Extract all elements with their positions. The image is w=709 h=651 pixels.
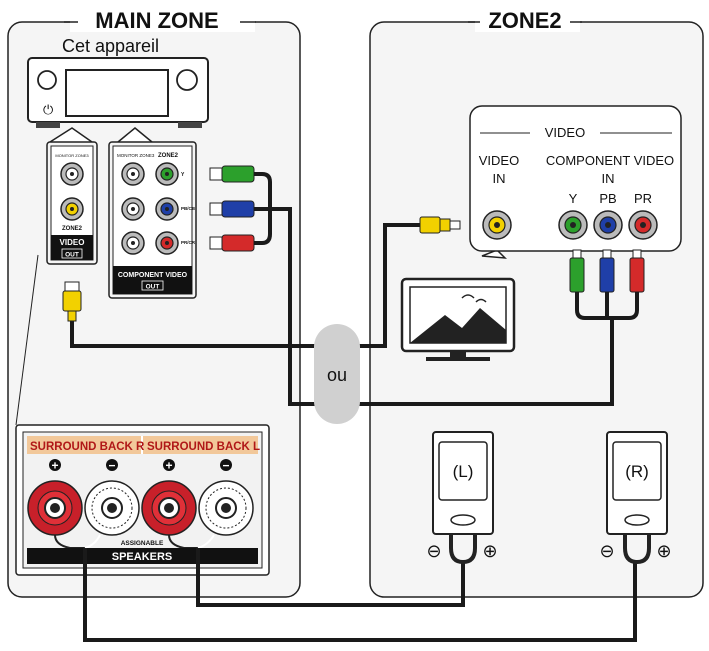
main-zone-title: MAIN ZONE: [95, 8, 218, 33]
tv-label-pr: PR: [634, 191, 652, 206]
component-cable: [254, 207, 614, 406]
composite-video-cable: [70, 223, 420, 348]
component-panel-pr: PR/CR: [181, 240, 196, 245]
power-indicator-icon: ⏻: [43, 102, 53, 117]
terminal-4-minus: −: [222, 459, 229, 473]
tv-component-line2: IN: [602, 171, 615, 186]
component-panel-title: COMPONENT VIDEO: [118, 272, 188, 279]
speakers-label: SPEAKERS: [112, 551, 173, 563]
component-plugs-receiver: [209, 165, 255, 252]
assignable-label: ASSIGNABLE: [121, 540, 164, 547]
speaker-right-plus: ⊕: [656, 541, 671, 561]
composite-plug-receiver: [62, 281, 82, 322]
speaker-wire-left: [196, 548, 465, 607]
terminal-1-plus: +: [51, 459, 58, 473]
component-panel-zone: ZONE2: [158, 153, 179, 159]
component-panel-out: OUT: [146, 284, 160, 291]
speaker-left-minus: ⊖: [426, 541, 441, 561]
speaker-right-minus: ⊖: [599, 541, 614, 561]
speaker-left: [432, 431, 494, 565]
main-title-bg: [70, 10, 255, 32]
surround-back-l-label: SURROUND BACK L: [147, 441, 260, 453]
device-label: Cet appareil: [62, 36, 159, 56]
speaker-left-plus: ⊕: [482, 541, 497, 561]
speaker-wire-right: [83, 548, 637, 642]
terminal-2-minus: −: [108, 459, 115, 473]
speaker-right: [606, 431, 668, 565]
terminal-1-red: [27, 480, 83, 536]
receiver-knob-left: [37, 70, 57, 90]
surround-back-r-label: SURROUND BACK R: [30, 441, 145, 453]
zone2-title-bg: [475, 10, 580, 32]
tv-label-y: Y: [569, 191, 578, 206]
composite-plug-tv: [419, 216, 461, 234]
terminal-3-red: [141, 480, 197, 536]
video-panel-video: VIDEO: [60, 238, 85, 247]
tv-video-header: VIDEO: [545, 125, 585, 140]
component-panel-y: Y: [181, 172, 185, 178]
zone2-title: ZONE2: [488, 8, 561, 33]
speaker-right-label: (R): [625, 462, 649, 481]
video-panel-out: OUT: [65, 252, 79, 259]
terminal-3-plus: +: [165, 459, 172, 473]
receiver-knob-right: [176, 69, 198, 91]
tv-component-line1: COMPONENT VIDEO: [546, 153, 674, 168]
component-panel-pb: PB/CB: [181, 206, 196, 211]
video-panel-zone: ZONE2: [62, 226, 83, 232]
tv-label-pb: PB: [599, 191, 616, 206]
component-panel-monitor: MONITOR ZONE3: [117, 153, 155, 158]
speaker-left-label: (L): [453, 462, 474, 481]
tv-video-in-line2: IN: [493, 171, 506, 186]
tv-icon: [400, 277, 516, 361]
receiver-display: [65, 69, 169, 117]
video-panel-monitor: MONITOR ZONE3: [55, 153, 89, 158]
terminal-4-white: [198, 480, 254, 536]
or-label: ou: [327, 365, 347, 385]
terminal-2-white: [84, 480, 140, 536]
or-separator: [314, 324, 360, 424]
tv-video-in-line1: VIDEO: [479, 153, 519, 168]
component-plugs-tv: [569, 249, 645, 293]
